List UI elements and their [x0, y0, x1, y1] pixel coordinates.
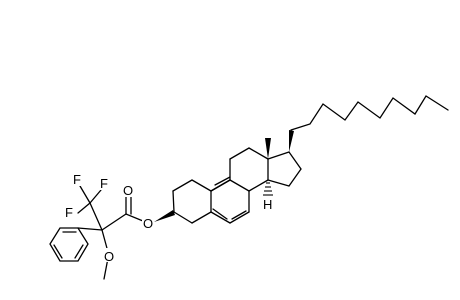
- cf3-f3-bond: [89, 189, 102, 204]
- carbonyl-to-ester-oxygen-bond: [125, 213, 144, 222]
- ring-c: [229, 147, 269, 192]
- fluorine-2-label: F: [65, 205, 73, 220]
- ring-b: [210, 176, 250, 224]
- c18-methyl-wedge: [265, 138, 271, 159]
- quaternary-to-cf3-bond: [89, 202, 103, 231]
- cf3-f1-bond: [79, 185, 91, 204]
- c17-chain-wedge: [289, 130, 294, 152]
- ring-d: [267, 151, 302, 187]
- carbonyl-oxygen-label: O: [123, 183, 133, 198]
- methoxy-oxygen-label: O: [104, 249, 114, 264]
- mosher-acid-core: [77, 185, 144, 280]
- c14-hash-bond: [263, 182, 273, 196]
- cf3-f2-bond: [77, 202, 91, 214]
- atom-labels: F F F O O O H: [64, 172, 272, 264]
- fluorine-3-label: F: [100, 176, 108, 191]
- quaternary-to-carbonyl-bond: [101, 213, 127, 231]
- phenyl-ring: [49, 227, 89, 262]
- c3-wedge-bond: [154, 210, 175, 222]
- fluorine-1-label: F: [73, 172, 81, 187]
- c14-hydrogen-label: H: [263, 197, 272, 212]
- ester-oxygen-label: O: [143, 216, 153, 231]
- ring-a: [172, 179, 212, 224]
- phenyl-to-quaternary-bond: [77, 227, 103, 231]
- nonyl-chain: [290, 95, 449, 131]
